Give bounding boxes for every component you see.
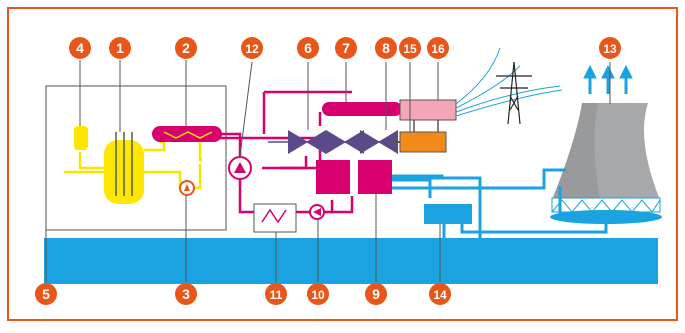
callout-13: 13 xyxy=(599,37,621,59)
callout-15: 15 xyxy=(399,37,421,59)
callout-number: 15 xyxy=(403,42,417,56)
callout-7: 7 xyxy=(335,37,357,59)
cooling-water-pump xyxy=(424,204,472,224)
callout-2: 2 xyxy=(175,37,197,59)
callout-number: 8 xyxy=(382,40,390,56)
callout-leaders xyxy=(45,60,611,282)
callout-number: 14 xyxy=(433,288,447,302)
callout-number: 12 xyxy=(245,42,259,56)
callout-number: 5 xyxy=(42,286,50,302)
callout-9: 9 xyxy=(365,283,387,305)
callout-circle xyxy=(307,283,329,305)
callout-circle xyxy=(365,283,387,305)
primary-pump xyxy=(179,180,195,196)
transformer xyxy=(399,99,457,132)
callout-16: 16 xyxy=(427,37,449,59)
power-lines xyxy=(455,47,563,117)
condenser-lp xyxy=(316,160,350,194)
callout-circle xyxy=(335,37,357,59)
callout-circle xyxy=(109,37,131,59)
river-water-source xyxy=(44,238,658,284)
callout-circle xyxy=(399,37,421,59)
callout-circle xyxy=(429,283,451,305)
callout-number: 13 xyxy=(603,42,617,56)
callout-circle xyxy=(175,283,197,305)
transmission-pylon xyxy=(496,61,532,125)
callout-number: 16 xyxy=(431,42,445,56)
callout-circle xyxy=(599,37,621,59)
callout-4: 4 xyxy=(69,37,91,59)
condensate-pump xyxy=(309,204,325,220)
vapour-arrows xyxy=(583,64,633,94)
turbine-stages xyxy=(268,130,402,154)
callout-number: 11 xyxy=(270,288,283,302)
callout-number: 1 xyxy=(116,40,124,56)
callout-circle xyxy=(375,37,397,59)
callout-10: 10 xyxy=(307,283,329,305)
feedwater-pump xyxy=(228,156,252,180)
callout-number: 9 xyxy=(372,286,380,302)
callout-8: 8 xyxy=(375,37,397,59)
callout-3: 3 xyxy=(175,283,197,305)
callout-14: 14 xyxy=(429,283,451,305)
callout-circle xyxy=(427,37,449,59)
callout-circle xyxy=(297,37,319,59)
callout-number: 3 xyxy=(182,286,190,302)
callout-6: 6 xyxy=(297,37,319,59)
callout-circle xyxy=(265,283,287,305)
callout-number: 10 xyxy=(311,288,325,302)
callout-number: 4 xyxy=(76,40,84,56)
callout-5: 5 xyxy=(35,283,57,305)
callout-1: 1 xyxy=(109,37,131,59)
cooling-tower xyxy=(550,103,662,224)
callout-number: 6 xyxy=(304,40,312,56)
callout-number: 2 xyxy=(182,40,190,56)
callout-circle xyxy=(241,37,263,59)
feedwater-heater xyxy=(253,203,297,233)
callout-number: 7 xyxy=(342,40,350,56)
callout-12: 12 xyxy=(241,37,263,59)
moisture-separator-reheater xyxy=(322,102,402,116)
condenser-hp xyxy=(358,160,392,194)
pressurizer xyxy=(74,126,88,150)
callout-circle xyxy=(175,37,197,59)
reactor-vessel xyxy=(104,132,144,204)
callout-circle xyxy=(69,37,91,59)
callout-circle xyxy=(35,283,57,305)
steam-generator xyxy=(152,126,222,142)
generator xyxy=(399,131,447,153)
callout-11: 11 xyxy=(265,283,287,305)
